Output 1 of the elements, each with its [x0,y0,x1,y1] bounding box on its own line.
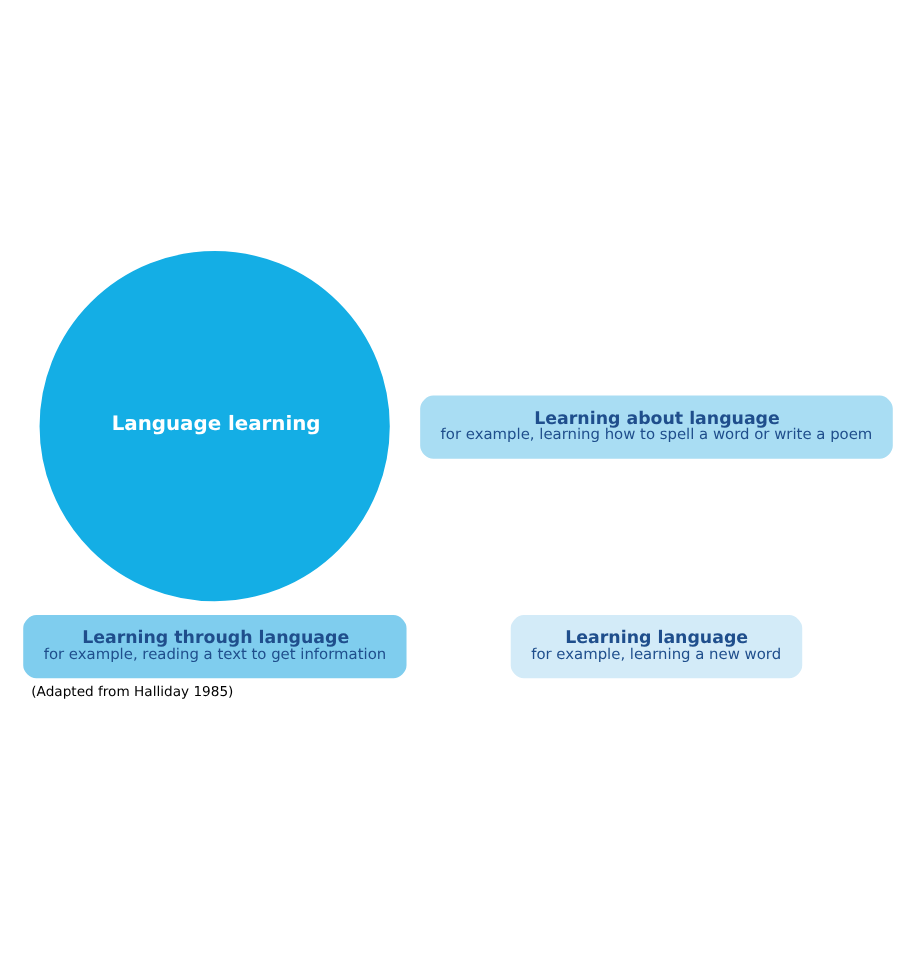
node-circle: Language learning [35,247,394,605]
